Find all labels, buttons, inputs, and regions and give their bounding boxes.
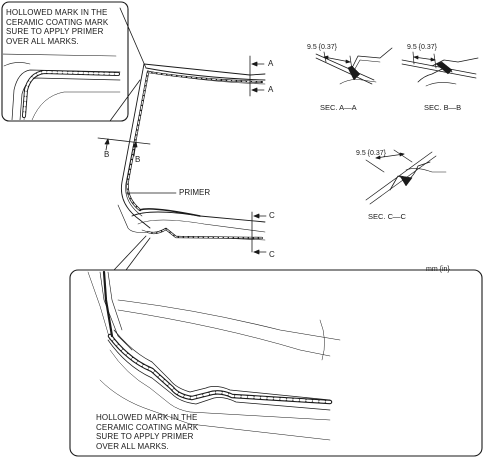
label-a-top: A bbox=[268, 59, 274, 68]
windshield-glass bbox=[117, 63, 266, 241]
label-a-bottom: A bbox=[268, 85, 274, 94]
bottom-note-line-4: OVER ALL MARKS. bbox=[96, 441, 169, 451]
section-b-b-title: SEC. B—B bbox=[424, 103, 462, 112]
section-a-a-title: SEC. A—A bbox=[320, 103, 357, 112]
section-b-b-drawing bbox=[401, 51, 479, 87]
top-left-note-line-4: OVER ALL MARKS. bbox=[6, 36, 79, 46]
section-b-b-dimension: 9.5 {0.37} bbox=[407, 44, 437, 51]
bottom-note: HOLLOWED MARK IN THE CERAMIC COATING MAR… bbox=[96, 413, 198, 451]
top-left-detail-callout bbox=[1, 1, 147, 122]
primer-label: PRIMER bbox=[179, 188, 211, 197]
bottom-note-line-3: SURE TO APPLY PRIMER bbox=[96, 432, 194, 441]
section-c-c-dimension: 9.5 {0.37} bbox=[356, 150, 386, 157]
section-a-a-dimension: 9.5 {0.37} bbox=[307, 44, 337, 51]
label-b-left: B bbox=[104, 150, 110, 159]
top-left-note: HOLLOWED MARK IN THE CERAMIC COATING MAR… bbox=[6, 8, 108, 46]
section-c-c-drawing bbox=[365, 149, 447, 205]
bottom-note-line-1: HOLLOWED MARK IN THE bbox=[96, 413, 198, 422]
section-c-c-title: SEC. C—C bbox=[368, 212, 406, 221]
bottom-note-line-2: CERAMIC COATING MARK bbox=[96, 422, 199, 432]
label-c-bottom: C bbox=[269, 250, 275, 259]
section-markers bbox=[97, 55, 267, 255]
top-left-note-line-1: HOLLOWED MARK IN THE bbox=[6, 8, 108, 17]
top-left-note-line-3: SURE TO APPLY PRIMER bbox=[6, 27, 104, 36]
section-a-a-drawing bbox=[315, 47, 393, 85]
label-c-top: C bbox=[269, 211, 275, 220]
units-label: mm {in} bbox=[426, 266, 450, 273]
top-left-note-line-2: CERAMIC COATING MARK bbox=[6, 17, 109, 27]
label-b-right: B bbox=[135, 155, 141, 164]
bottom-detail-callout bbox=[69, 235, 483, 457]
